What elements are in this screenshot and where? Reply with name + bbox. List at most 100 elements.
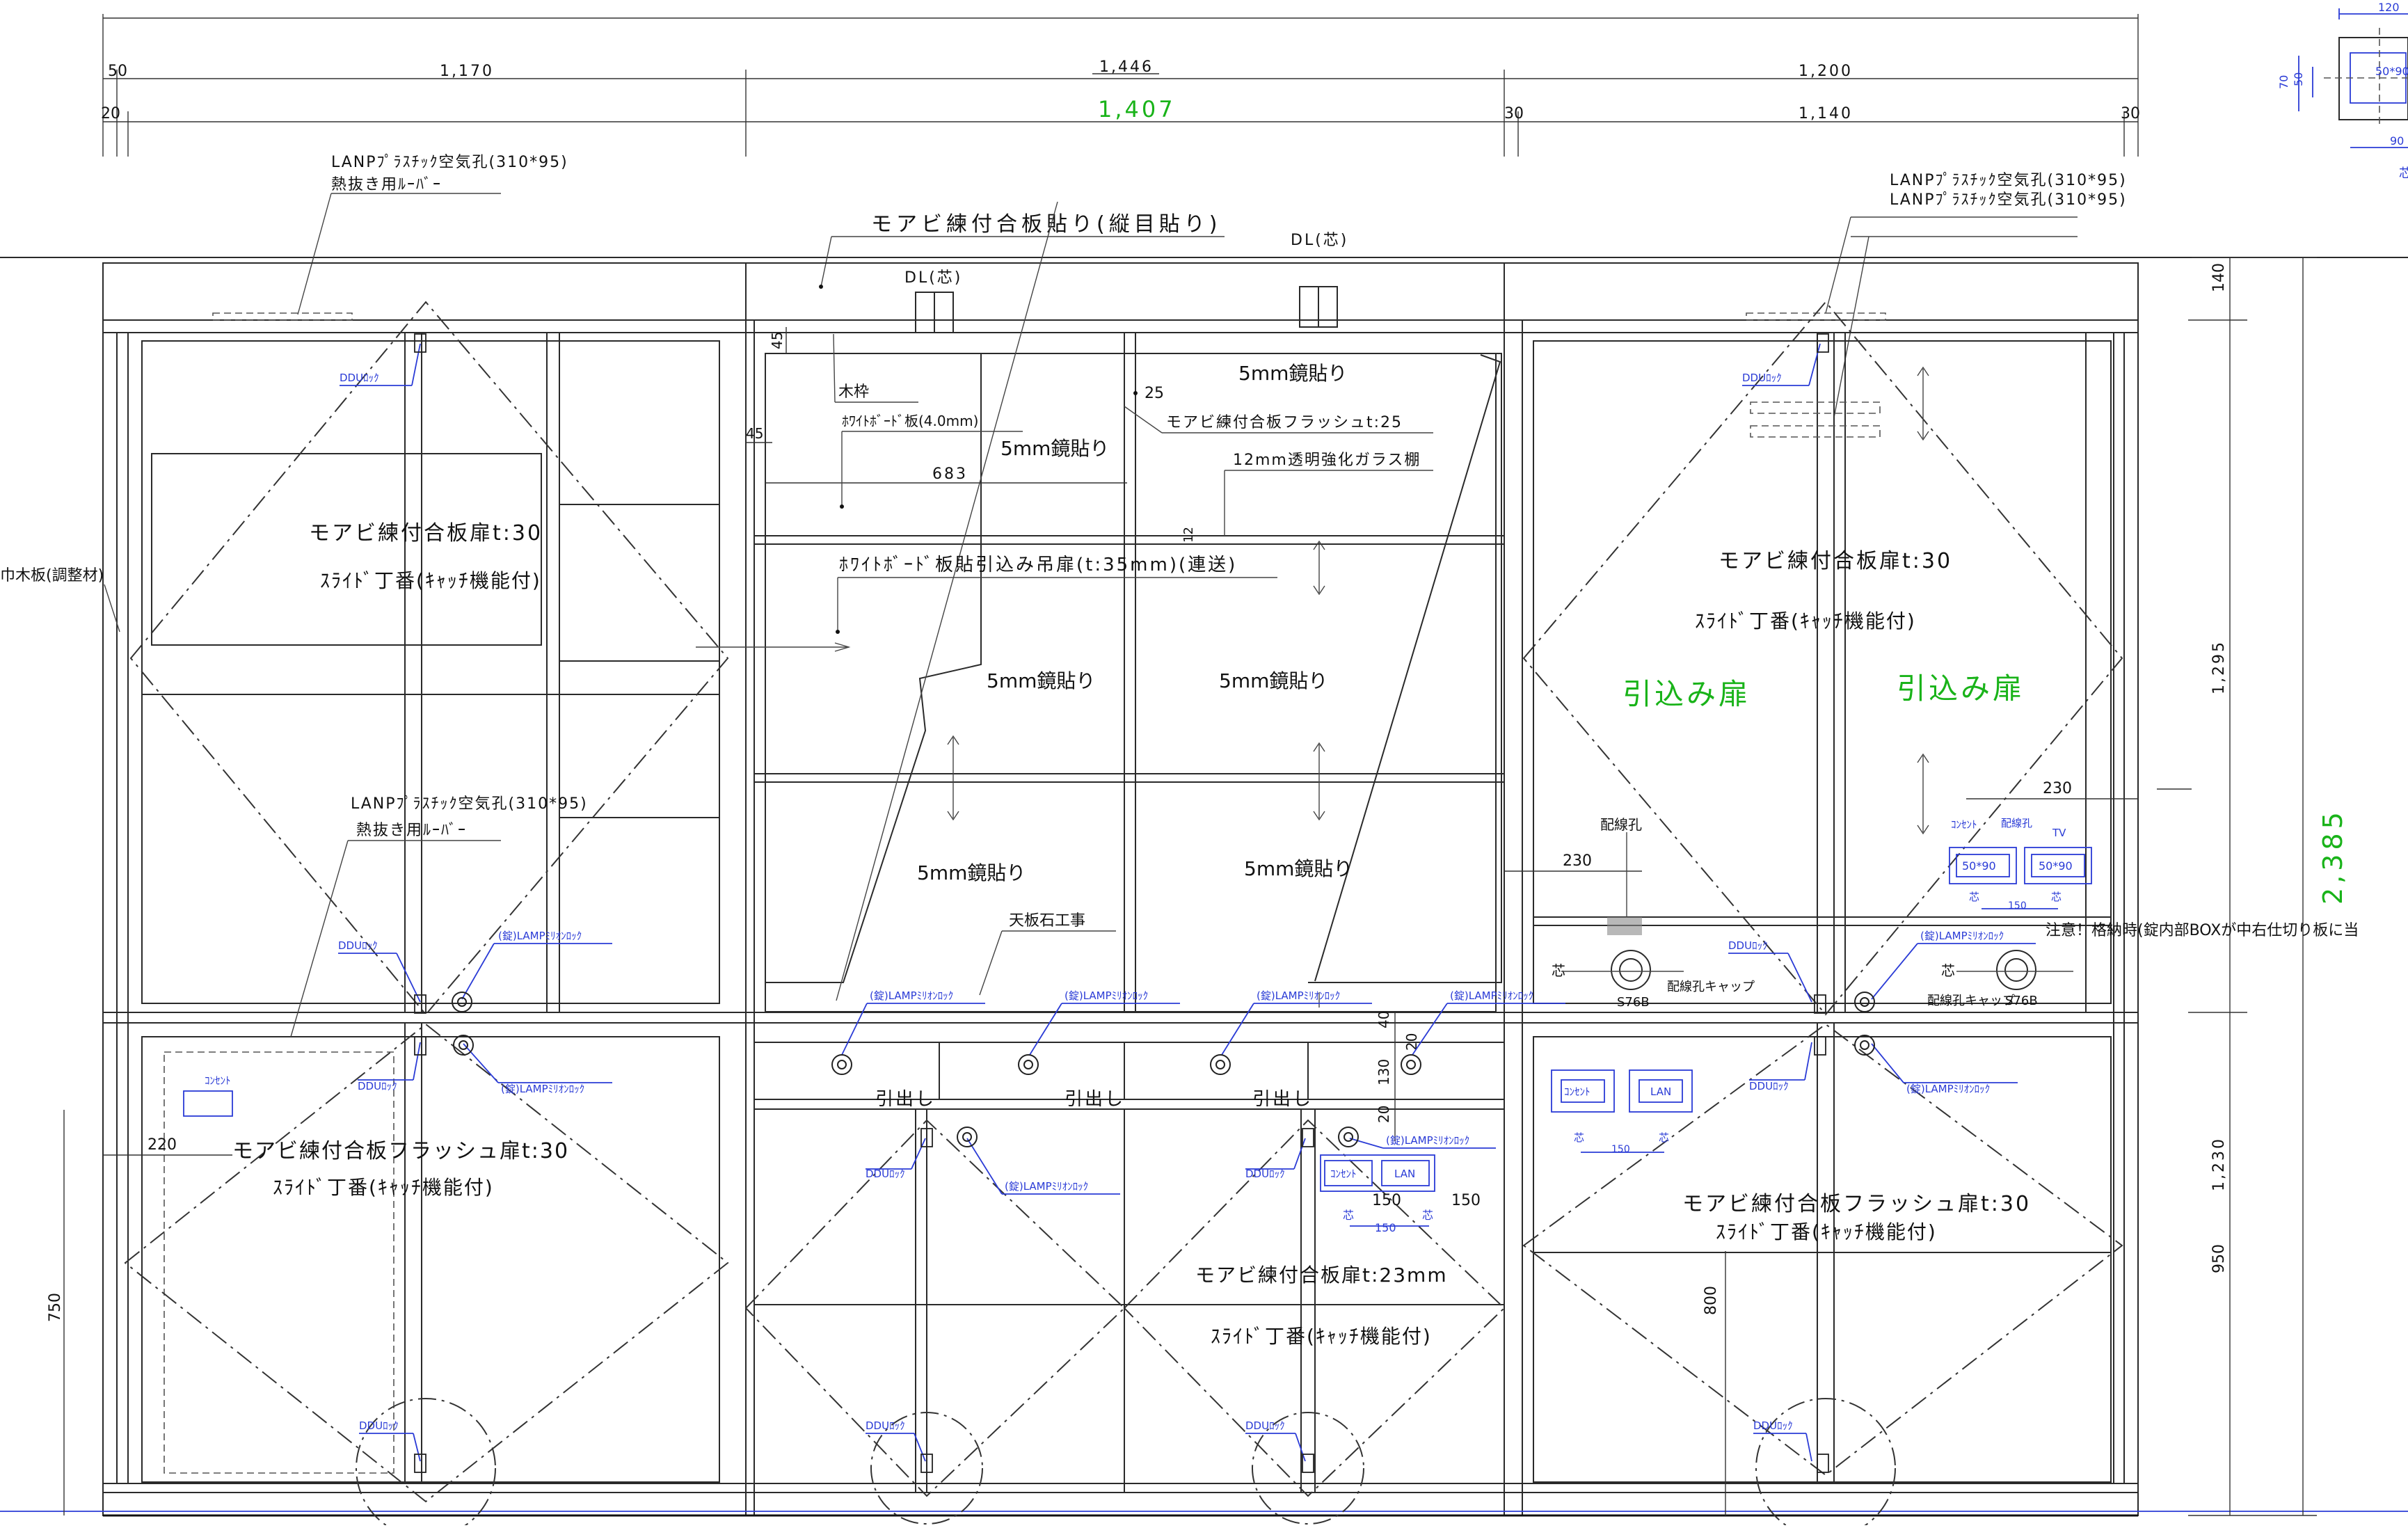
- ddu-lock-1: DDUﾛｯｸ: [340, 372, 379, 384]
- lamp-lock-6: (錠)LAMPﾐﾘｵﾝﾛｯｸ: [1450, 989, 1533, 1002]
- dim-950: 950: [2210, 1244, 2228, 1273]
- right-core-2: 芯: [2051, 891, 2062, 903]
- lanp-label-right-2: LANPﾌﾟﾗｽﾁｯｸ空気孔(310*95): [1890, 191, 2127, 209]
- wiring-hole-label-1: 配線孔: [1600, 816, 1642, 833]
- mirror-label-2: 5mm鏡貼り: [1238, 362, 1347, 385]
- ddu-lock-4: DDUﾛｯｸ: [359, 1419, 399, 1432]
- right-upper-hinge-label: ｽﾗｲﾄﾞ丁番(ｷｬｯﾁ機能付): [1695, 610, 1916, 632]
- dim-800: 800: [1703, 1286, 1720, 1315]
- drawer-label-3: 引出し: [1252, 1089, 1313, 1110]
- ddu-lock-12: DDUﾛｯｸ: [1753, 1419, 1793, 1432]
- mid-outlet-label: ｺﾝｾﾝﾄ: [1330, 1168, 1357, 1180]
- mokuwaku-label: 木枠: [838, 383, 869, 401]
- dim-45a: 45: [769, 332, 786, 349]
- right-lower-hinge-label: ｽﾗｲﾄﾞ丁番(ｷｬｯﾁ機能付): [1716, 1220, 1937, 1243]
- lamp-lock-labels: (錠)LAMPﾐﾘｵﾝﾛｯｸ (錠)LAMPﾐﾘｵﾝﾛｯｸ (錠)LAMPﾐﾘｵ…: [461, 930, 2036, 1195]
- mid-lower-door-label: モアビ練付合板扉t:23mm: [1195, 1264, 1448, 1287]
- dim-20: 20: [101, 105, 120, 122]
- mid-core-2: 芯: [1422, 1209, 1433, 1222]
- mid-core-1: 芯: [1343, 1209, 1354, 1222]
- notice-label: 注意！格納時(錠内部BOXが中右仕切り板に当: [2046, 922, 2359, 939]
- right-labels: モアビ練付合板扉t:30 ｽﾗｲﾄﾞ丁番(ｷｬｯﾁ機能付) 引込み扉 引込み扉 …: [1504, 366, 2359, 1243]
- dim-30a: 30: [1504, 105, 1524, 122]
- wiring-cap-label-2: 配線孔キャップ: [1927, 994, 2015, 1008]
- dim-230b: 230: [2043, 780, 2072, 797]
- dim-1170: 1,170: [440, 63, 494, 80]
- lanp-label-left-1: LANPﾌﾟﾗｽﾁｯｸ空気孔(310*95): [331, 154, 568, 171]
- left-lower-door-label: モアビ練付合板フラッシュ扉t:30: [232, 1139, 569, 1163]
- mid-150c: 150: [1375, 1221, 1396, 1234]
- mirror-label-1: 5mm鏡貼り: [1000, 437, 1109, 460]
- dim-25: 25: [1145, 385, 1164, 402]
- right-150d: 150: [2008, 900, 2027, 912]
- ddu-lock-labels: DDUﾛｯｸ DDUﾛｯｸ DDUﾛｯｸ DDUﾛｯｸ DDUﾛｯｸ DDUﾛｯ…: [338, 343, 1821, 1462]
- whiteboard-door-label: ﾎﾜｲﾄﾎﾞｰﾄﾞ板貼引込み吊扉(t:35mm)(連送): [839, 555, 1237, 575]
- right-dimensions: 140 1,295 2,385 1,230 950 750 800: [47, 257, 2348, 1516]
- lamp-lock-5: (錠)LAMPﾐﾘｵﾝﾛｯｸ: [1257, 989, 1340, 1002]
- left-lower-hinge-label: ｽﾗｲﾄﾞ丁番(ｷｬｯﾁ機能付): [273, 1176, 494, 1199]
- corner-50: 50: [2292, 72, 2305, 86]
- lanp-label-right-1: LANPﾌﾟﾗｽﾁｯｸ空気孔(310*95): [1890, 172, 2127, 189]
- corner-70: 70: [2277, 75, 2290, 89]
- drawer-label-2: 引出し: [1065, 1089, 1125, 1110]
- lanp-label-left-2: LANPﾌﾟﾗｽﾁｯｸ空気孔(310*95): [351, 795, 588, 813]
- dim-683: 683: [932, 465, 968, 483]
- lamp-lock-7: (錠)LAMPﾐﾘｵﾝﾛｯｸ: [1005, 1180, 1088, 1193]
- mirror-label-4: 5mm鏡貼り: [1219, 669, 1327, 692]
- lamp-lock-10: (錠)LAMPﾐﾘｵﾝﾛｯｸ: [1906, 1083, 1990, 1095]
- lamp-lock-3: (錠)LAMPﾐﾘｵﾝﾛｯｸ: [870, 989, 953, 1002]
- ddu-lock-9: DDUﾛｯｸ: [1742, 372, 1782, 384]
- corner-box: 50*90: [2375, 65, 2408, 78]
- drawer-label-1: 引出し: [875, 1089, 936, 1110]
- right-upper-door-label: モアビ練付合板扉t:30: [1719, 549, 1952, 573]
- ddu-lock-5: DDUﾛｯｸ: [866, 1168, 905, 1180]
- whiteboard-board-label: ﾎﾜｲﾄﾎﾞｰﾄﾞ板(4.0mm): [842, 413, 978, 429]
- dim-20a: 20: [1376, 1106, 1392, 1123]
- louver-label-left-1: 熱抜き用ﾙｰﾊﾞｰ: [331, 176, 442, 193]
- ddu-lock-10: DDUﾛｯｸ: [1728, 939, 1768, 952]
- mid-lower-hinge-label: ｽﾗｲﾄﾞ丁番(ｷｬｯﾁ機能付): [1211, 1325, 1432, 1348]
- lamp-lock-1: (錠)LAMPﾐﾘｵﾝﾛｯｸ: [498, 930, 582, 942]
- left-upper-door-label: モアビ練付合板扉t:30: [309, 521, 543, 546]
- plywood-vertical-label: モアビ練付合板貼り(縦目貼り): [871, 212, 1221, 237]
- s76b-label-1: S76B: [1617, 995, 1650, 1010]
- ddu-lock-3: DDUﾛｯｸ: [358, 1080, 397, 1092]
- mirror-label-3: 5mm鏡貼り: [987, 669, 1095, 692]
- dl-left-label: DL(芯): [904, 269, 962, 287]
- corner-120: 120: [2378, 1, 2400, 14]
- ddu-lock-7: DDUﾛｯｸ: [1245, 1168, 1285, 1180]
- mirror-label-5: 5mm鏡貼り: [917, 861, 1026, 884]
- cabinet-frame: [0, 262, 2408, 1517]
- dim-12: 12: [1181, 527, 1196, 543]
- core-label-1: 芯: [1552, 962, 1565, 979]
- dim-230a: 230: [1563, 852, 1592, 870]
- dim-45b: 45: [746, 425, 763, 442]
- dim-1200: 1,200: [1799, 63, 1853, 80]
- mid-lan-label: LAN: [1394, 1168, 1415, 1180]
- pocket-door-label-2: 引込み扉: [1897, 671, 2025, 706]
- right-box-1: 50*90: [1962, 859, 1996, 873]
- middle-labels: 45 45 683 木枠 ﾎﾜｲﾄﾎﾞｰﾄﾞ板(4.0mm) 25 モアビ練付合…: [746, 327, 1481, 1348]
- top-labels: LANPﾌﾟﾗｽﾁｯｸ空気孔(310*95) 熱抜き用ﾙｰﾊﾞｰ モアビ練付合板…: [0, 154, 2408, 418]
- right-lower-core-1: 芯: [1574, 1131, 1584, 1144]
- right-lower-core-2: 芯: [1659, 1131, 1669, 1144]
- right-tv-label: TV: [2052, 827, 2066, 839]
- dim-140: 140: [2210, 263, 2228, 292]
- right-core-1: 芯: [1969, 891, 1979, 903]
- glass-shelf-label: 12mm透明強化ガラス棚: [1233, 452, 1421, 469]
- dim-220: 220: [147, 1136, 177, 1154]
- right-lower-door-label: モアビ練付合板フラッシュ扉t:30: [1682, 1192, 2031, 1216]
- right-outlet-label: ｺﾝｾﾝﾄ: [1951, 818, 1977, 831]
- lock-symbols: [414, 333, 1875, 1473]
- ddu-lock-11: DDUﾛｯｸ: [1749, 1080, 1789, 1092]
- right-wiring-label: 配線孔: [2001, 817, 2032, 829]
- dim-750: 750: [47, 1293, 64, 1322]
- dim-40: 40: [1376, 1011, 1392, 1028]
- hardware-blue: DDUﾛｯｸ DDUﾛｯｸ DDUﾛｯｸ DDUﾛｯｸ DDUﾛｯｸ DDUﾛｯ…: [338, 333, 2036, 1473]
- top-dimensions: 50 1,170 1,446 1,200 20 1,407 30 1,140 3…: [101, 14, 2140, 157]
- left-labels: モアビ練付合板扉t:30 ｽﾗｲﾄﾞ丁番(ｷｬｯﾁ機能付) 巾木板(調整材) L…: [0, 521, 588, 1199]
- mirror-label-6: 5mm鏡貼り: [1244, 857, 1353, 880]
- wiring-cap-label-1: 配線孔キャップ: [1667, 980, 1755, 994]
